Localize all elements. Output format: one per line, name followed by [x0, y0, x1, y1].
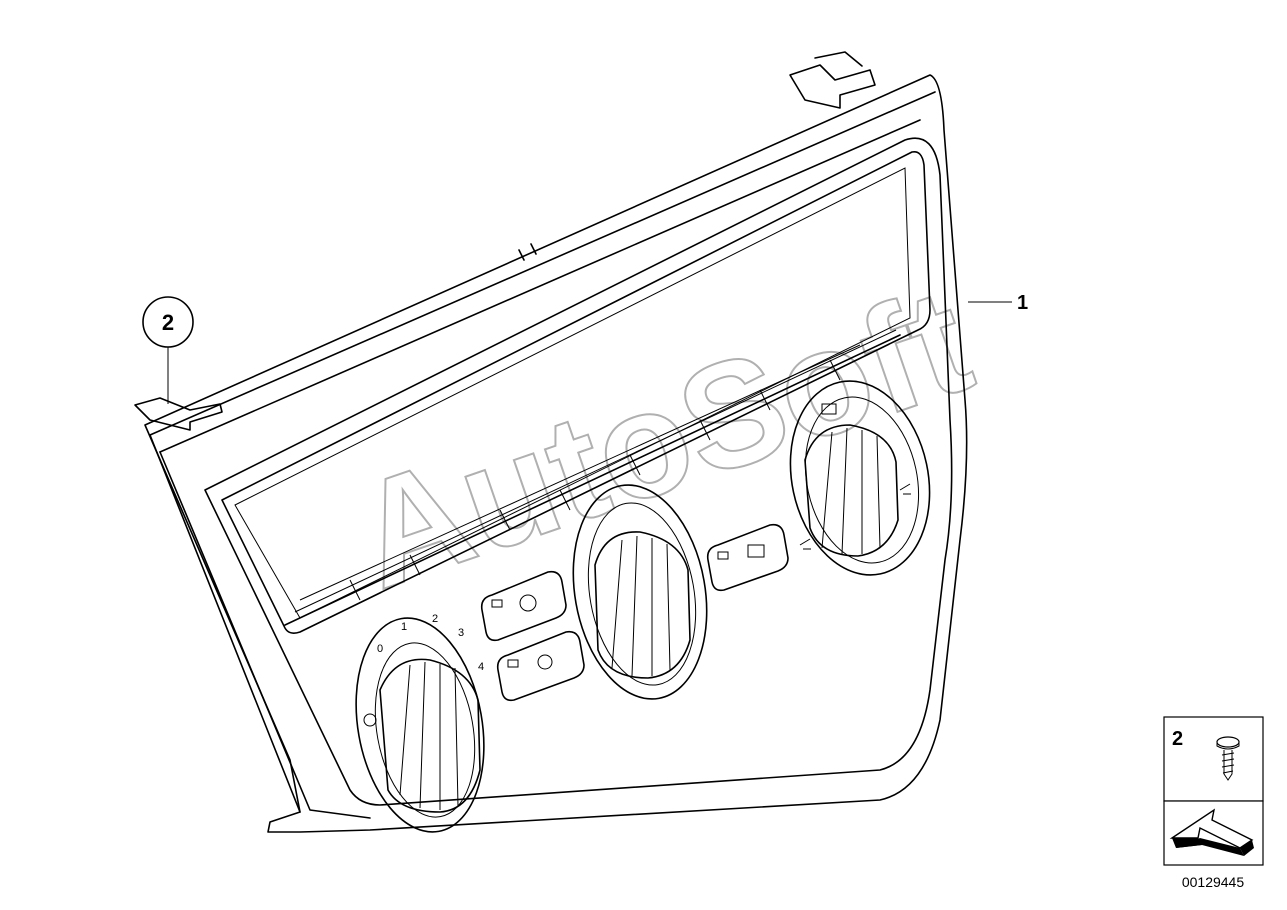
- fan-mark-1: 1: [401, 621, 407, 633]
- ac-icon: [537, 654, 553, 670]
- recirculation-button: [480, 570, 567, 642]
- temperature-dial: [572, 484, 708, 700]
- watermark-text: AutoSoft: [336, 255, 989, 620]
- rear-defrost-icon: [747, 544, 765, 558]
- fan-speed-dial: 0 1 2 3 4: [355, 613, 485, 833]
- fan-mark-0: 0: [377, 643, 383, 655]
- ac-button: [496, 630, 585, 702]
- callout-part-1: 1: [968, 292, 1028, 314]
- legend-screw-box: 2: [1163, 716, 1264, 802]
- callout-label-2: 2: [162, 310, 174, 335]
- rear-defrost-button: [706, 523, 789, 592]
- legend-part-number: 2: [1172, 728, 1183, 750]
- arrow-icon: [1169, 808, 1254, 856]
- recirculation-icon: [519, 594, 537, 612]
- fan-mark-3: 3: [458, 627, 464, 639]
- callout-label-1: 1: [1017, 292, 1028, 314]
- legend-arrow-box: [1163, 800, 1264, 866]
- screw-icon: [1216, 736, 1240, 781]
- fan-icon: [363, 713, 377, 727]
- callout-part-2: 2: [142, 296, 194, 404]
- fan-mark-2: 2: [432, 613, 438, 625]
- vent-icon: [899, 483, 911, 495]
- control-panel-outline: [134, 51, 968, 833]
- defrost-icon: [821, 403, 837, 415]
- air-distribution-dial: [789, 380, 931, 576]
- image-number: 00129445: [1182, 874, 1245, 890]
- fan-mark-4: 4: [478, 661, 484, 673]
- footwell-icon: [799, 538, 811, 550]
